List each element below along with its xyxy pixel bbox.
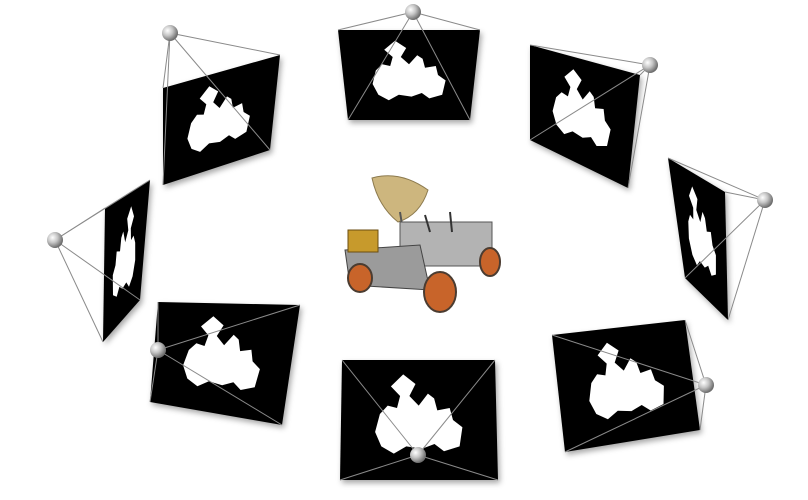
frustum-line xyxy=(169,32,271,151)
frustum-line xyxy=(157,304,301,351)
camera-sphere-icon xyxy=(642,57,658,73)
frustum-line xyxy=(169,32,281,56)
rover-silhouette xyxy=(375,374,463,454)
frustum-line xyxy=(54,207,106,241)
camera-sphere-icon xyxy=(150,342,166,358)
camera-sphere-icon xyxy=(757,192,773,208)
frustum-line xyxy=(417,454,499,481)
frustum-line xyxy=(529,44,651,66)
view-left xyxy=(47,179,151,343)
frustum-line xyxy=(162,32,171,89)
frustum-line xyxy=(551,334,707,386)
frustum-line xyxy=(341,359,419,456)
camera-sphere-icon xyxy=(162,25,178,41)
frustum-line xyxy=(684,319,707,386)
rover-silhouette xyxy=(372,40,446,101)
frustum-line xyxy=(54,239,104,343)
camera-sphere-icon xyxy=(698,377,714,393)
view-top-right xyxy=(529,44,658,189)
camera-sphere-icon xyxy=(405,4,421,20)
rover-silhouette xyxy=(187,86,250,152)
frustum-line xyxy=(417,359,496,456)
frustum-line xyxy=(412,11,471,121)
camera-sphere-icon xyxy=(47,232,63,248)
rover-wheel xyxy=(347,263,373,293)
rover-silhouette xyxy=(688,186,716,276)
frustum-line xyxy=(149,349,159,403)
frustum-line xyxy=(667,157,766,201)
frustum-line xyxy=(337,11,414,31)
rover-wheel xyxy=(479,247,501,277)
camera-sphere-icon xyxy=(410,447,426,463)
view-right xyxy=(667,157,773,321)
frustum-line xyxy=(684,199,766,279)
rover-silhouette xyxy=(183,316,260,390)
rover-silhouette xyxy=(112,206,136,297)
frustum-line xyxy=(412,11,481,31)
frustum-line xyxy=(54,239,141,301)
frustum-line xyxy=(347,11,414,121)
rover-silhouette xyxy=(589,342,664,420)
frustum-line xyxy=(564,384,707,453)
frustum-line xyxy=(339,454,419,481)
frustum-line xyxy=(157,349,283,426)
view-bottom-left xyxy=(149,302,301,426)
frustum-line xyxy=(162,32,171,186)
view-top-center xyxy=(337,4,481,121)
frustum-line xyxy=(727,199,766,321)
view-top-left xyxy=(162,25,281,186)
rover-dish xyxy=(371,175,429,223)
frustum-line xyxy=(627,64,651,189)
frustum-line xyxy=(529,64,651,141)
view-bottom-right xyxy=(551,319,714,453)
view-bottom-center xyxy=(339,359,499,481)
rover-wheel xyxy=(423,271,457,313)
lunar-rover-model xyxy=(344,175,501,313)
